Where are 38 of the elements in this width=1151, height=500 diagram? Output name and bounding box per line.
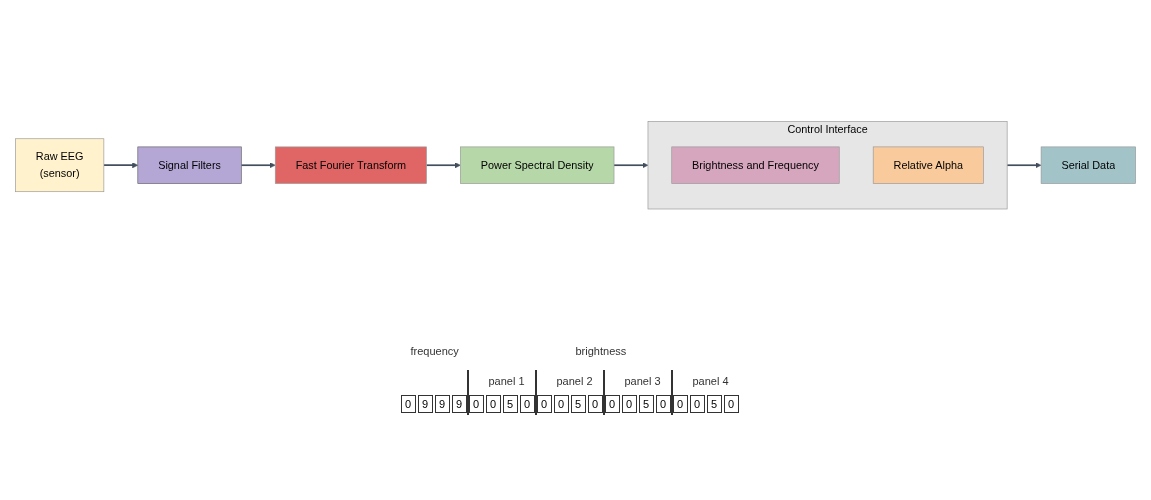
digit-cell: 0 [689, 395, 705, 413]
arrow [425, 162, 461, 168]
digit-cell: 9 [417, 395, 433, 413]
panel-label: panel 3 [624, 375, 661, 387]
digit-cell: 0 [672, 395, 688, 413]
panel-label: panel 1 [488, 375, 525, 387]
arrow [240, 162, 276, 168]
node-box: Fast Fourier Transform [274, 146, 427, 184]
digit-cell: 5 [706, 395, 722, 413]
digit-cell: 0 [536, 395, 552, 413]
arrow [613, 162, 649, 168]
node-box: Relative Alpha [872, 146, 984, 184]
node-box: Brightness and Frequency [671, 146, 840, 184]
field-group-label: brightness [575, 345, 627, 357]
field-group-label: frequency [410, 345, 459, 357]
digit-cell: 0 [400, 395, 416, 413]
digit-cell: 0 [723, 395, 739, 413]
arrow [103, 162, 139, 168]
digit-cell: 5 [502, 395, 518, 413]
node-box: Signal Filters [137, 146, 242, 184]
digit-cell: 0 [519, 395, 535, 413]
digit-cell: 0 [655, 395, 671, 413]
digit-cell: 0 [553, 395, 569, 413]
digit-cell: 0 [485, 395, 501, 413]
panel-label: panel 4 [692, 375, 729, 387]
digit-cell: 0 [587, 395, 603, 413]
digit-cell: 0 [468, 395, 484, 413]
digit-cell: 0 [621, 395, 637, 413]
digit-cell: 5 [570, 395, 586, 413]
node-box: Serial Data [1040, 146, 1136, 184]
panel-label: panel 2 [556, 375, 593, 387]
arrow [1006, 162, 1042, 168]
digit-cell: 5 [638, 395, 654, 413]
digit-cell: 0 [604, 395, 620, 413]
digit-cell: 9 [434, 395, 450, 413]
node-box: Raw EEG (sensor) [15, 138, 105, 192]
node-box: Power Spectral Density [460, 146, 615, 184]
digit-cell: 9 [451, 395, 467, 413]
